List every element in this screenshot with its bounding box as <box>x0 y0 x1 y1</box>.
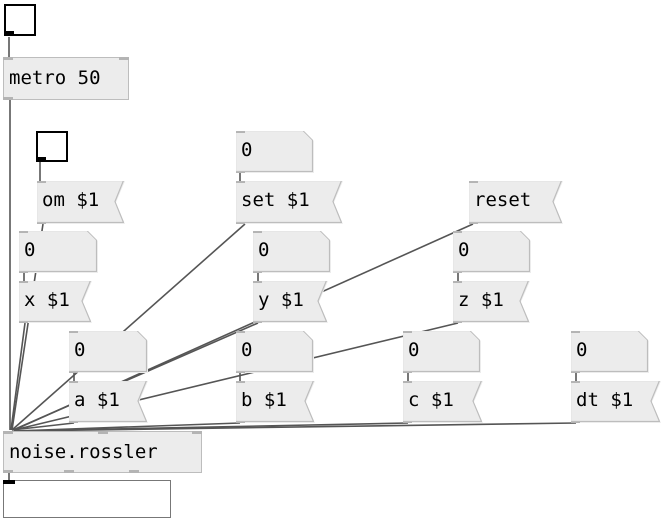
y-number-value: 0 <box>258 239 270 261</box>
inlet <box>68 330 78 333</box>
inlet <box>570 380 580 383</box>
outlet <box>452 321 462 324</box>
reset-label: reset <box>474 189 532 211</box>
dt-label: dt $1 <box>576 389 634 411</box>
a-label: a $1 <box>74 389 120 411</box>
toggle-outlet <box>36 157 46 162</box>
inlet <box>402 380 412 383</box>
inlet <box>18 230 28 233</box>
dt-number-box[interactable]: 0 <box>571 331 649 373</box>
noise-rossler-label: noise.rossler <box>9 441 158 463</box>
c-label: c $1 <box>408 389 454 411</box>
set-number-box[interactable]: 0 <box>236 131 314 173</box>
outlet <box>235 222 245 225</box>
cord-a-noise <box>11 422 75 431</box>
toggle-outlet <box>4 31 14 36</box>
b-message[interactable]: b $1 <box>236 381 315 423</box>
outlet <box>18 271 28 274</box>
a-message[interactable]: a $1 <box>69 381 148 423</box>
outlet <box>3 97 13 100</box>
inlet <box>235 180 245 183</box>
outlet <box>3 470 13 473</box>
b-number-box[interactable]: 0 <box>236 331 314 373</box>
outlet <box>68 421 78 424</box>
set-number-value: 0 <box>241 139 253 161</box>
cord-c-noise <box>14 422 409 432</box>
outlet <box>252 271 262 274</box>
noise-rossler-object[interactable]: noise.rossler <box>3 431 202 473</box>
inlet <box>452 280 462 283</box>
y-number-box[interactable]: 0 <box>253 231 331 273</box>
inlet <box>252 230 262 233</box>
z-message[interactable]: z $1 <box>453 281 530 323</box>
inlet <box>18 280 28 283</box>
inlet <box>402 330 412 333</box>
z-label: z $1 <box>458 289 504 311</box>
inlet <box>68 380 78 383</box>
z-number-value: 0 <box>458 239 470 261</box>
outlet <box>129 470 140 473</box>
outlet <box>452 271 462 274</box>
dt-number-value: 0 <box>576 339 588 361</box>
c-message[interactable]: c $1 <box>403 381 483 423</box>
outlet <box>570 371 580 374</box>
cord-x-noise <box>10 322 26 431</box>
inlet <box>36 180 46 183</box>
a-number-box[interactable]: 0 <box>69 331 148 373</box>
set-message[interactable]: set $1 <box>236 181 343 224</box>
outlet <box>402 421 412 424</box>
outlet <box>235 371 245 374</box>
om-toggle[interactable] <box>36 131 68 162</box>
outlet <box>68 371 78 374</box>
inlet <box>192 431 202 434</box>
x-label: x $1 <box>24 289 70 311</box>
inlet <box>570 330 580 333</box>
c-number-box[interactable]: 0 <box>403 331 481 373</box>
inlet <box>468 180 478 183</box>
cord-dt-noise <box>15 422 577 432</box>
outlet <box>252 321 262 324</box>
outlet <box>570 421 580 424</box>
outlet <box>36 222 46 225</box>
y-message[interactable]: y $1 <box>253 281 328 323</box>
outlet <box>64 470 74 473</box>
inlet <box>119 57 129 60</box>
c-number-value: 0 <box>408 339 420 361</box>
metro-toggle[interactable] <box>4 4 36 36</box>
inlet <box>3 57 13 60</box>
cord-b-noise <box>13 422 241 432</box>
inlet <box>97 431 108 434</box>
a-number-value: 0 <box>74 339 86 361</box>
outlet <box>235 171 245 174</box>
z-number-box[interactable]: 0 <box>453 231 531 273</box>
inlet <box>3 431 13 434</box>
x-message[interactable]: x $1 <box>19 281 92 323</box>
inlet <box>235 130 245 133</box>
om-message[interactable]: om $1 <box>37 181 125 224</box>
b-number-value: 0 <box>241 339 253 361</box>
inlet <box>252 280 262 283</box>
inlet <box>452 230 462 233</box>
outlet <box>468 222 478 225</box>
inlet <box>235 330 245 333</box>
outlet <box>402 371 412 374</box>
output-display[interactable] <box>3 480 171 518</box>
metro-label: metro 50 <box>9 67 101 89</box>
reset-message[interactable]: reset <box>469 181 563 224</box>
y-label: y $1 <box>258 289 304 311</box>
outlet <box>18 321 28 324</box>
x-number-box[interactable]: 0 <box>19 231 98 273</box>
inlet <box>235 380 245 383</box>
dt-message[interactable]: dt $1 <box>571 381 661 423</box>
x-number-value: 0 <box>24 239 36 261</box>
outlet <box>235 421 245 424</box>
set-label: set $1 <box>241 189 310 211</box>
metro-object[interactable]: metro 50 <box>3 57 129 100</box>
b-label: b $1 <box>241 389 287 411</box>
om-label: om $1 <box>42 189 100 211</box>
inlet <box>3 480 15 484</box>
